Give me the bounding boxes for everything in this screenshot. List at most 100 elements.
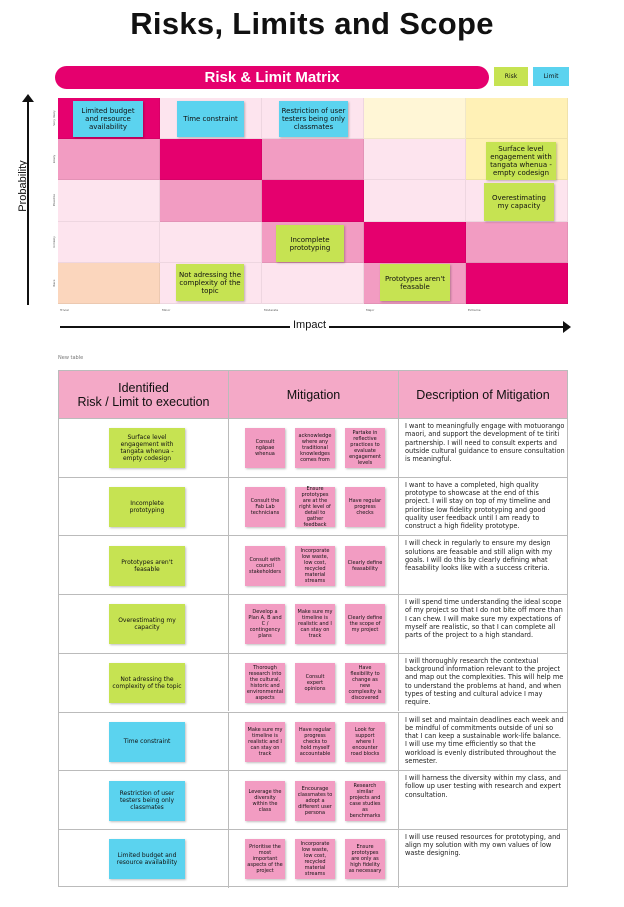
mitigation-sticky[interactable]: Have flexibility to change as new comple… — [345, 663, 385, 704]
table-row: Incomplete prototyping Consult the Fab La… — [59, 476, 567, 536]
risk-cell: Not adressing the complexity of the topi… — [59, 653, 229, 712]
mitigation-sticky[interactable]: Clearly define the scope of my project — [345, 604, 385, 645]
matrix-cell — [160, 139, 262, 181]
y-axis-arrow — [22, 94, 34, 102]
matrix-cell — [262, 180, 364, 222]
mitigation-table: Identified Risk / Limit to execution Mit… — [58, 370, 568, 888]
risk-sticky[interactable]: Prototypes aren't feasable — [109, 545, 185, 586]
table-row: Restriction of user testers being only c… — [59, 770, 567, 829]
risk-sticky[interactable]: Surface level engagement with tangata wh… — [109, 428, 185, 469]
mitigation-sticky[interactable]: acknowledge where any traditional knowle… — [295, 428, 335, 469]
matrix-cell — [262, 139, 364, 181]
col-label: Major — [366, 308, 375, 312]
mitigation-sticky[interactable]: Incorporate low waste, low cost, recycle… — [295, 839, 335, 880]
table-row: Overestimating my capacity Develop a Plan… — [59, 594, 567, 653]
matrix-cell — [364, 221, 466, 263]
y-axis-line — [27, 99, 29, 305]
sticky-time[interactable]: Time constraint — [177, 101, 244, 137]
mitigation-sticky[interactable]: Look for support where I encounter road … — [345, 721, 385, 762]
risk-sticky[interactable]: Incomplete prototyping — [109, 487, 185, 528]
risk-sticky[interactable]: Not adressing the complexity of the topi… — [109, 663, 185, 704]
description-text: I will thoroughly research the contextua… — [405, 656, 564, 707]
matrix-cell — [58, 262, 160, 304]
mitigation-sticky[interactable]: Partake in reflective practices to evalu… — [345, 428, 385, 469]
matrix-cell — [364, 139, 466, 181]
mitigation-sticky[interactable]: Prioritise the most important aspects of… — [245, 839, 285, 880]
col-label: Trivial — [60, 308, 69, 312]
mitigation-sticky[interactable]: Clearly define feasability — [345, 545, 385, 586]
matrix-cell — [262, 262, 364, 304]
matrix-cell — [364, 98, 466, 140]
col-label: Minor — [162, 308, 171, 312]
mitigation-cell: Make sure my timeline is realistic and I… — [229, 712, 399, 771]
matrix-cell — [58, 221, 160, 263]
x-axis-arrow — [563, 321, 571, 333]
mitigation-sticky[interactable]: Consult ngāpae whenua — [245, 428, 285, 469]
y-axis-label-text: Probability — [17, 160, 29, 212]
description-text: I will harness the diversity within my c… — [405, 774, 562, 799]
matrix-cell — [160, 180, 262, 222]
mitigation-cell: Thorough research into the cultural, his… — [229, 653, 399, 712]
description-text: I will spend time understanding the idea… — [405, 598, 563, 640]
risk-cell: Time constraint — [59, 712, 229, 771]
mitigation-sticky[interactable]: Ensure prototypes are only as high fidel… — [345, 839, 385, 880]
row-label: Likely — [52, 154, 56, 164]
mitigation-sticky[interactable]: Incorporate low waste, low cost, recycle… — [295, 545, 335, 586]
description-text: I will use reused resources for prototyp… — [405, 832, 561, 858]
matrix-cell — [160, 221, 262, 263]
mitigation-sticky[interactable]: Research similar projects and case studi… — [345, 780, 385, 821]
matrix-cell — [466, 98, 568, 140]
mitigation-sticky[interactable]: Have regular progress checks — [345, 487, 385, 528]
mitigation-sticky[interactable]: Have regular progress checks to hold mys… — [295, 721, 335, 762]
mitigation-cell: Prioritise the most important aspects of… — [229, 829, 399, 888]
table-row: Time constraint Make sure my timeline is … — [59, 711, 567, 771]
table-row: Not adressing the complexity of the topi… — [59, 652, 567, 712]
y-axis-label: Probability — [15, 150, 29, 230]
risk-cell: Surface level engagement with tangata wh… — [59, 419, 229, 477]
mitigation-cell: Develop a Plan A, B and C / contingency … — [229, 595, 399, 653]
table-row: Limited budget and resource availability… — [59, 828, 567, 888]
matrix-cell — [466, 262, 568, 304]
sticky-feasable[interactable]: Prototypes aren't feasable — [380, 264, 450, 301]
legend-limit: Limit — [533, 67, 569, 86]
risk-sticky[interactable]: Limited budget and resource availability — [109, 839, 185, 880]
sticky-budget[interactable]: Limited budget and resource availability — [73, 101, 143, 137]
sticky-restriction[interactable]: Restriction of user testers being only c… — [279, 101, 348, 137]
sticky-incomplete[interactable]: Incomplete prototyping — [276, 225, 344, 262]
sticky-notaddressing[interactable]: Not adressing the complexity of the topi… — [176, 264, 244, 301]
risk-sticky[interactable]: Restriction of user testers being only c… — [109, 780, 185, 821]
mitigation-sticky[interactable]: Consult expert opinions — [295, 663, 335, 704]
mitigation-sticky[interactable]: Thorough research into the cultural, his… — [245, 663, 285, 704]
description-text: I want to have a completed, high quality… — [405, 480, 551, 531]
col-label: Moderate — [264, 308, 279, 312]
mitigation-sticky[interactable]: Develop a Plan A, B and C / contingency … — [245, 604, 285, 645]
risk-cell: Overestimating my capacity — [59, 595, 229, 653]
table-caption: New table — [58, 355, 84, 361]
row-label: Rare — [52, 279, 56, 287]
mitigation-sticky[interactable]: Consult with council stakeholders — [245, 545, 285, 586]
header-mitigation: Mitigation — [229, 371, 399, 418]
page-title: Risks, Limits and Scope — [130, 6, 494, 41]
mitigation-sticky[interactable]: Make sure my timeline is realistic and I… — [245, 721, 285, 762]
risk-cell: Incomplete prototyping — [59, 477, 229, 536]
mitigation-sticky[interactable]: Make sure my timeline is realistic and I… — [295, 604, 335, 645]
matrix-cell — [58, 180, 160, 222]
sticky-surface[interactable]: Surface level engagement with tangata wh… — [486, 142, 556, 180]
col-label: Extreme — [468, 308, 481, 312]
mitigation-sticky[interactable]: Encourage classmates to adopt a differen… — [295, 780, 335, 821]
row-label: Unlikely — [52, 235, 56, 248]
matrix-cell — [466, 221, 568, 263]
matrix-banner: Risk & Limit Matrix — [55, 66, 489, 89]
sticky-overestimating[interactable]: Overestimating my capacity — [484, 183, 554, 221]
matrix-cell — [364, 180, 466, 222]
mitigation-sticky[interactable]: Leverage the diversity within the class — [245, 780, 285, 821]
risk-sticky[interactable]: Overestimating my capacity — [109, 604, 185, 645]
mitigation-sticky[interactable]: Consult the Fab Lab technicians — [245, 487, 285, 528]
risk-sticky[interactable]: Time constraint — [109, 721, 185, 762]
table-row: Surface level engagement with tangata wh… — [59, 418, 567, 477]
mitigation-sticky[interactable]: Ensure prototypes are at the right level… — [295, 486, 335, 528]
